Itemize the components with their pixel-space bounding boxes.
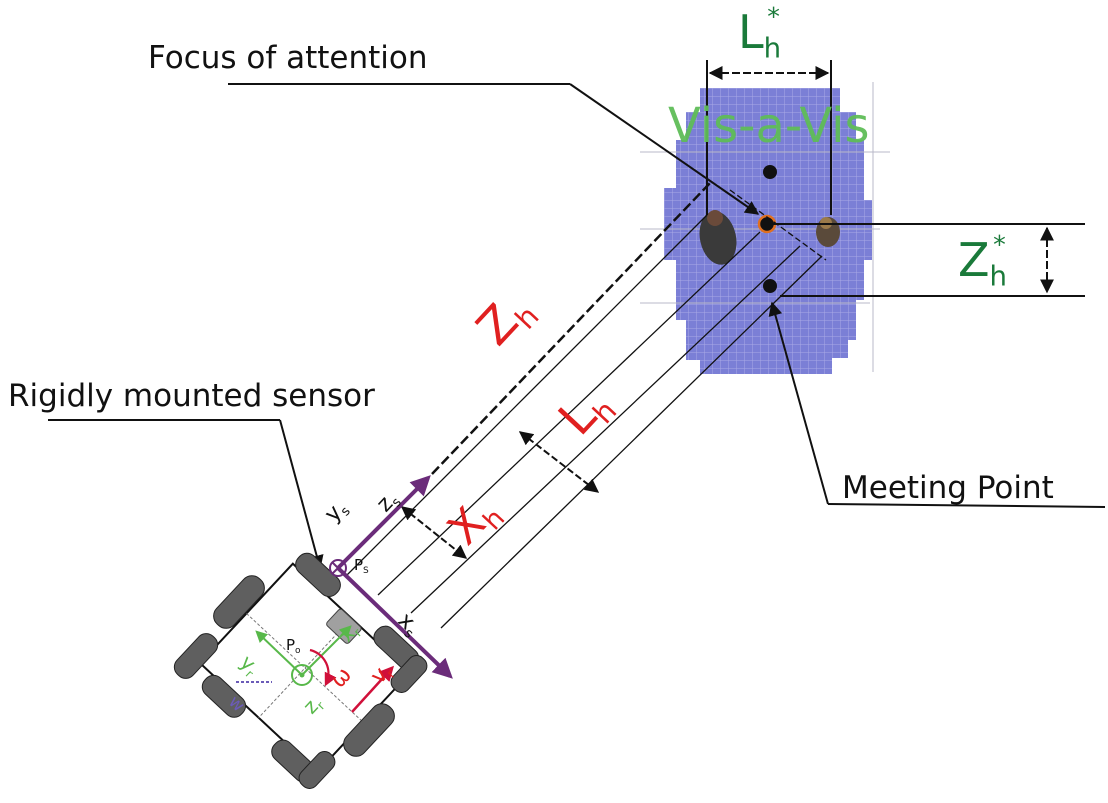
wheel-icon	[173, 633, 219, 679]
Zstar-symbol: Zh*	[958, 230, 1008, 293]
Lstar-dimension	[706, 60, 832, 215]
Lstar-symbol: Lh*	[738, 2, 782, 65]
meeting-leader	[768, 301, 1106, 508]
person-right-icon	[816, 217, 840, 247]
grid-dot-top	[763, 165, 777, 179]
Zstar-dimension	[770, 223, 1085, 297]
zs-axis	[336, 475, 431, 570]
v-arrow	[351, 665, 395, 713]
focus-leader	[228, 83, 760, 215]
wheel-icon	[390, 655, 428, 693]
grid-dot-bottom	[763, 279, 777, 293]
xr-axis	[301, 625, 352, 676]
lh-dimension	[518, 431, 600, 493]
person-left-icon	[699, 210, 737, 265]
rigidly-mounted-sensor-label: Rigidly mounted sensor	[8, 378, 375, 414]
focus-of-attention-label: Focus of attention	[148, 40, 428, 76]
vis-a-vis-label: Vis-a-Vis	[668, 98, 870, 154]
omega-arc	[309, 648, 337, 687]
wheel-icon	[213, 575, 265, 629]
xs-axis	[336, 566, 453, 679]
zh-dashed-line	[431, 182, 711, 475]
xh-dimension	[400, 506, 468, 559]
po-origin-icon	[291, 664, 313, 686]
sensor-leader	[48, 419, 324, 570]
ps-origin-icon	[329, 559, 347, 577]
wheel-icon	[298, 751, 336, 789]
meeting-point-label: Meeting Point	[842, 470, 1054, 506]
ps-symbol: PS	[354, 556, 369, 577]
wheel-icon	[343, 703, 395, 757]
po-symbol: Po	[286, 636, 301, 657]
